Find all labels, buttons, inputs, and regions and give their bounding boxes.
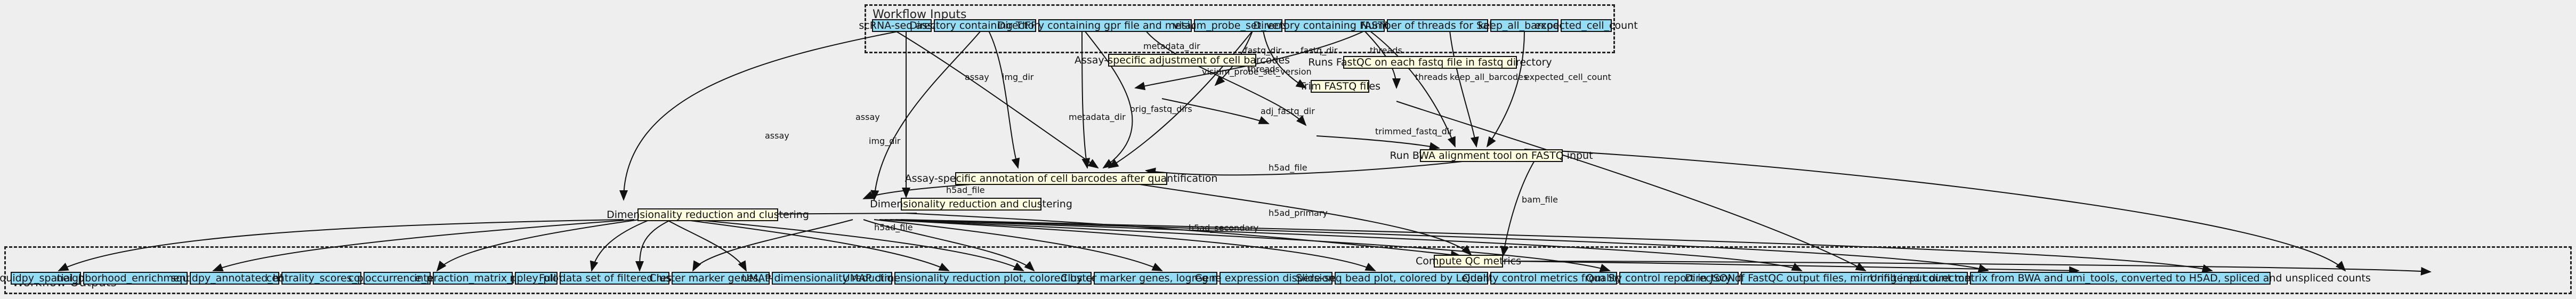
output-co-occurrence-plot: co_occurrence_plot	[348, 272, 446, 285]
input-salmon-threads: Number of threads for Salmon	[1360, 19, 1515, 32]
edge-label-keep-all-barcodes: keep_all_barcodes	[1450, 72, 1528, 83]
step-compute-qc-metrics: Compute QC metrics	[1415, 255, 1522, 268]
step-annotation-after-quantification: Assay-specific annotation of cell barcod…	[905, 172, 1218, 185]
edge-label-h5ad-file-3: h5ad_file	[874, 222, 913, 233]
edge-label-fastq-dir: fastq_dir	[1245, 45, 1282, 56]
input-scrna-seq-assay: scRNA-seq assay	[859, 19, 945, 32]
edge-label-metadata-dir: metadata_dir	[1069, 112, 1126, 123]
edge-label-trimmed-fastq-dir: trimmed_fastq_dir	[1375, 126, 1453, 137]
output-qc-report-json: Quality control report in JSON format	[1586, 272, 1772, 285]
edge-label-img-dir: img_dir	[869, 136, 901, 147]
step-dimensionality-reduction-secondary: Dimensionality reduction and clustering	[607, 208, 809, 221]
step-assay-specific-adjustment: Assay-specific adjustment of cell barcod…	[1074, 54, 1290, 67]
output-centrality-scores-plot: centrality_scores_plot	[266, 272, 377, 285]
edge-label-fastq-dir-2: fastq_dir	[1301, 45, 1338, 56]
edge-label-threads-2: threads	[1370, 45, 1402, 55]
edge-label-threads-3: threads	[1415, 72, 1448, 82]
edge-label-assay-2: assay	[855, 112, 880, 122]
workflow-inputs-title: Workflow Inputs	[873, 8, 967, 21]
edge-label-expected-cell-count: expected_cell_count	[1524, 72, 1611, 83]
output-slideseq-bead-plot: Slide-seq bead plot, colored by Leiden c…	[1295, 272, 1528, 285]
edge-label-h5ad-secondary: h5ad_secondary	[1189, 223, 1258, 233]
output-cluster-marker-logreg: Cluster marker genes, logreg method	[1060, 272, 1251, 285]
edge-label-assay-3: assay	[965, 72, 989, 82]
workflow-inputs-cluster: Workflow Inputs	[865, 4, 1615, 53]
output-fastqc-directory: Directory of FastQC output files, mirror…	[1685, 272, 2024, 285]
edge-label-visium: visium_probe_set_version	[1202, 67, 1312, 77]
output-qc-metrics-scanpy: Quality control metrics from Scanpy	[1462, 272, 1645, 285]
input-gpr-metadata-directory: Directory containing gpr file and metada…	[997, 19, 1233, 32]
output-cluster-marker-ttest: Cluster marker genes, t-test	[649, 272, 792, 285]
output-umap-density-plot: UMAP dimensionality reduction plot, colo…	[842, 272, 1144, 285]
output-squidpy-spatial-plot: squidpy_spatial_plot	[0, 272, 98, 285]
edge-label-adj-fastq-dir: adj_fastq_dir	[1261, 106, 1315, 117]
edge-label-bam-file: bam_file	[1522, 195, 1558, 205]
step-runs-fastqc: Runs FastQC on each fastq file in fastq …	[1308, 56, 1552, 69]
input-tiff-directory: Directory containing TIFF files	[909, 19, 1061, 32]
output-gene-expression-dispersion: Gene expression dispersion plot	[1194, 272, 1358, 285]
edge-label-img-dir-2: img_dir	[1002, 72, 1034, 83]
input-visium-probe-set-version: visium_probe_set_version	[1173, 19, 1304, 32]
edge-label-h5ad-primary: h5ad_primary	[1269, 208, 1328, 219]
edge-label-orig-fastq-dirs: orig_fastq_dirs	[1130, 104, 1192, 115]
output-umap-plot: UMAP dimensionality reduction plot	[741, 272, 923, 285]
step-run-bwa-alignment: Run BWA alignment tool on FASTQ input	[1390, 149, 1593, 162]
edge-label-h5ad-file-2: h5ad_file	[946, 185, 985, 196]
edge-label-h5ad-file: h5ad_file	[1269, 163, 1307, 173]
output-interaction-matrix-plot: interaction_matrix_plot	[414, 272, 532, 285]
edge-label-assay: assay	[765, 131, 789, 141]
input-keep-all-barcodes: keep_all_barcodes	[1478, 19, 1571, 32]
edge-label-metadata-dir-3: metadata_dir	[1143, 41, 1200, 52]
step-dimensionality-reduction-primary: Dimensionality reduction and clustering	[870, 198, 1072, 211]
output-squidpy-annotated-h5ad: squidpy_annotated_h5ad	[171, 272, 298, 285]
output-ripley-plot: ripley_plot	[510, 272, 563, 285]
input-expected-cell-count: expected_cell_count	[1535, 19, 1638, 32]
output-unfiltered-count-matrix: Unfiltered count matrix from BWA and umi…	[1870, 272, 2371, 285]
input-fastq-directory: Directory containing FASTQ files	[1253, 19, 1416, 32]
step-trim-fastq: Trim FASTQ files	[1299, 80, 1381, 93]
output-full-data-set: Full data set of filtered results	[538, 272, 691, 285]
output-neighborhood-enrichment-plot: neighborhood_enrichment_plot	[56, 272, 215, 285]
